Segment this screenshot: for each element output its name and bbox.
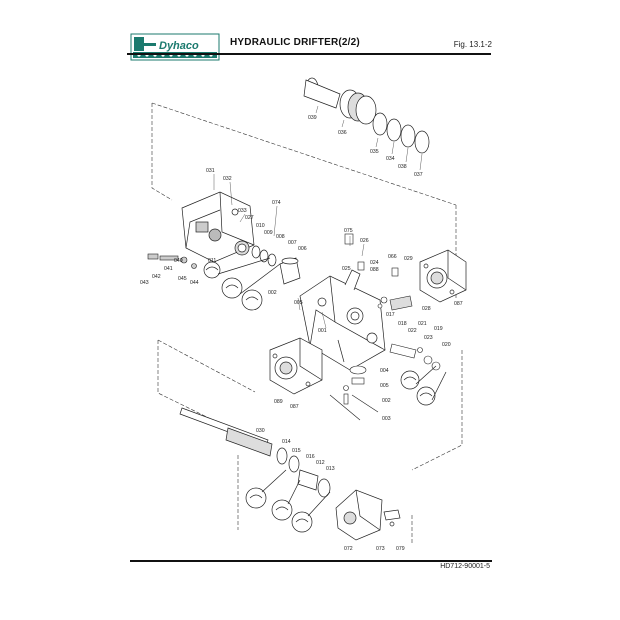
part-label: 007 [288, 240, 297, 246]
part-label: 087 [454, 301, 463, 307]
part-label: 033 [238, 208, 247, 214]
small-parts-center [329, 365, 379, 421]
logo-wordmark: Dyhaco [159, 40, 199, 52]
part-label: 013 [326, 466, 335, 472]
part-label: 026 [360, 238, 369, 244]
part-label: 037 [414, 172, 423, 178]
part-label: 004 [380, 368, 389, 374]
brand-logo: Dyhaco [130, 33, 220, 61]
part-label: 025 [342, 266, 351, 272]
part-label: 011 [208, 258, 216, 264]
part-label: 044 [190, 280, 199, 286]
piston-assembly-top [303, 77, 430, 154]
part-label: 009 [264, 230, 273, 236]
part-label: 043 [140, 280, 149, 286]
part-label: 014 [282, 439, 291, 445]
part-label: 032 [223, 176, 232, 182]
seal-detail-circles-right [400, 365, 447, 406]
rear-housing [181, 191, 277, 267]
part-label: 027 [245, 215, 254, 221]
accumulator-lower [269, 337, 323, 395]
part-label: 031 [206, 168, 215, 174]
part-label: 015 [292, 448, 301, 454]
part-label: 066 [388, 254, 397, 260]
part-label: 005 [294, 300, 303, 306]
part-label: 029 [404, 256, 413, 262]
part-label: 073 [376, 546, 385, 552]
seal-detail-circles-bottom [245, 469, 331, 533]
part-label: 012 [316, 460, 325, 466]
part-label: 072 [344, 546, 353, 552]
part-label: 002 [268, 290, 277, 296]
footer-rule [130, 560, 492, 562]
page-title: HYDRAULIC DRIFTER(2/2) [230, 37, 360, 48]
part-label: 023 [424, 335, 433, 341]
header-rule [127, 53, 491, 55]
part-label: 010 [256, 223, 265, 229]
part-label: 006 [298, 246, 307, 252]
part-label: 034 [386, 156, 395, 162]
page-header: Dyhaco HYDRAULIC DRIFTER(2/2) Fig. 13.1-… [127, 30, 492, 66]
part-label: 041 [164, 266, 173, 272]
part-label: 035 [370, 149, 379, 155]
document-number: HD712-90001-5 [440, 563, 490, 570]
accumulator-upper [419, 249, 467, 303]
part-label: 030 [256, 428, 265, 434]
leader-lines [213, 105, 423, 329]
part-label: 087 [290, 404, 299, 410]
part-label: 045 [178, 276, 187, 282]
part-number-labels: 039 036 035 034 038 037 031 032 033 027 … [140, 115, 463, 552]
part-label: 005 [380, 383, 389, 389]
part-label: 018 [398, 321, 407, 327]
part-label: 074 [272, 200, 281, 206]
part-label: 079 [396, 546, 405, 552]
part-label: 001 [318, 328, 327, 334]
figure-number: Fig. 13.1-2 [453, 40, 492, 49]
part-label: 075 [344, 228, 353, 234]
part-label: 003 [382, 416, 391, 422]
part-label: 019 [434, 326, 443, 332]
shank-rod [179, 407, 331, 498]
part-label: 088 [370, 267, 379, 273]
part-label: 039 [308, 115, 317, 121]
part-label: 042 [152, 274, 161, 280]
part-label: 008 [276, 234, 285, 240]
seal-detail-circles-upper [203, 257, 281, 311]
part-label: 028 [422, 306, 431, 312]
part-label: 002 [382, 398, 391, 404]
bolt-set-left [147, 253, 197, 269]
part-label: 020 [442, 342, 451, 348]
front-head [335, 489, 401, 541]
main-body [299, 269, 386, 371]
part-label: 022 [408, 328, 417, 334]
part-label: 040 [174, 258, 183, 264]
part-label: 021 [418, 321, 427, 327]
part-label: 089 [274, 399, 283, 405]
part-label: 017 [386, 312, 395, 318]
part-label: 024 [370, 260, 379, 266]
part-label: 016 [306, 454, 315, 460]
sleeve [279, 257, 301, 285]
part-label: 038 [398, 164, 407, 170]
part-label: 036 [338, 130, 347, 136]
